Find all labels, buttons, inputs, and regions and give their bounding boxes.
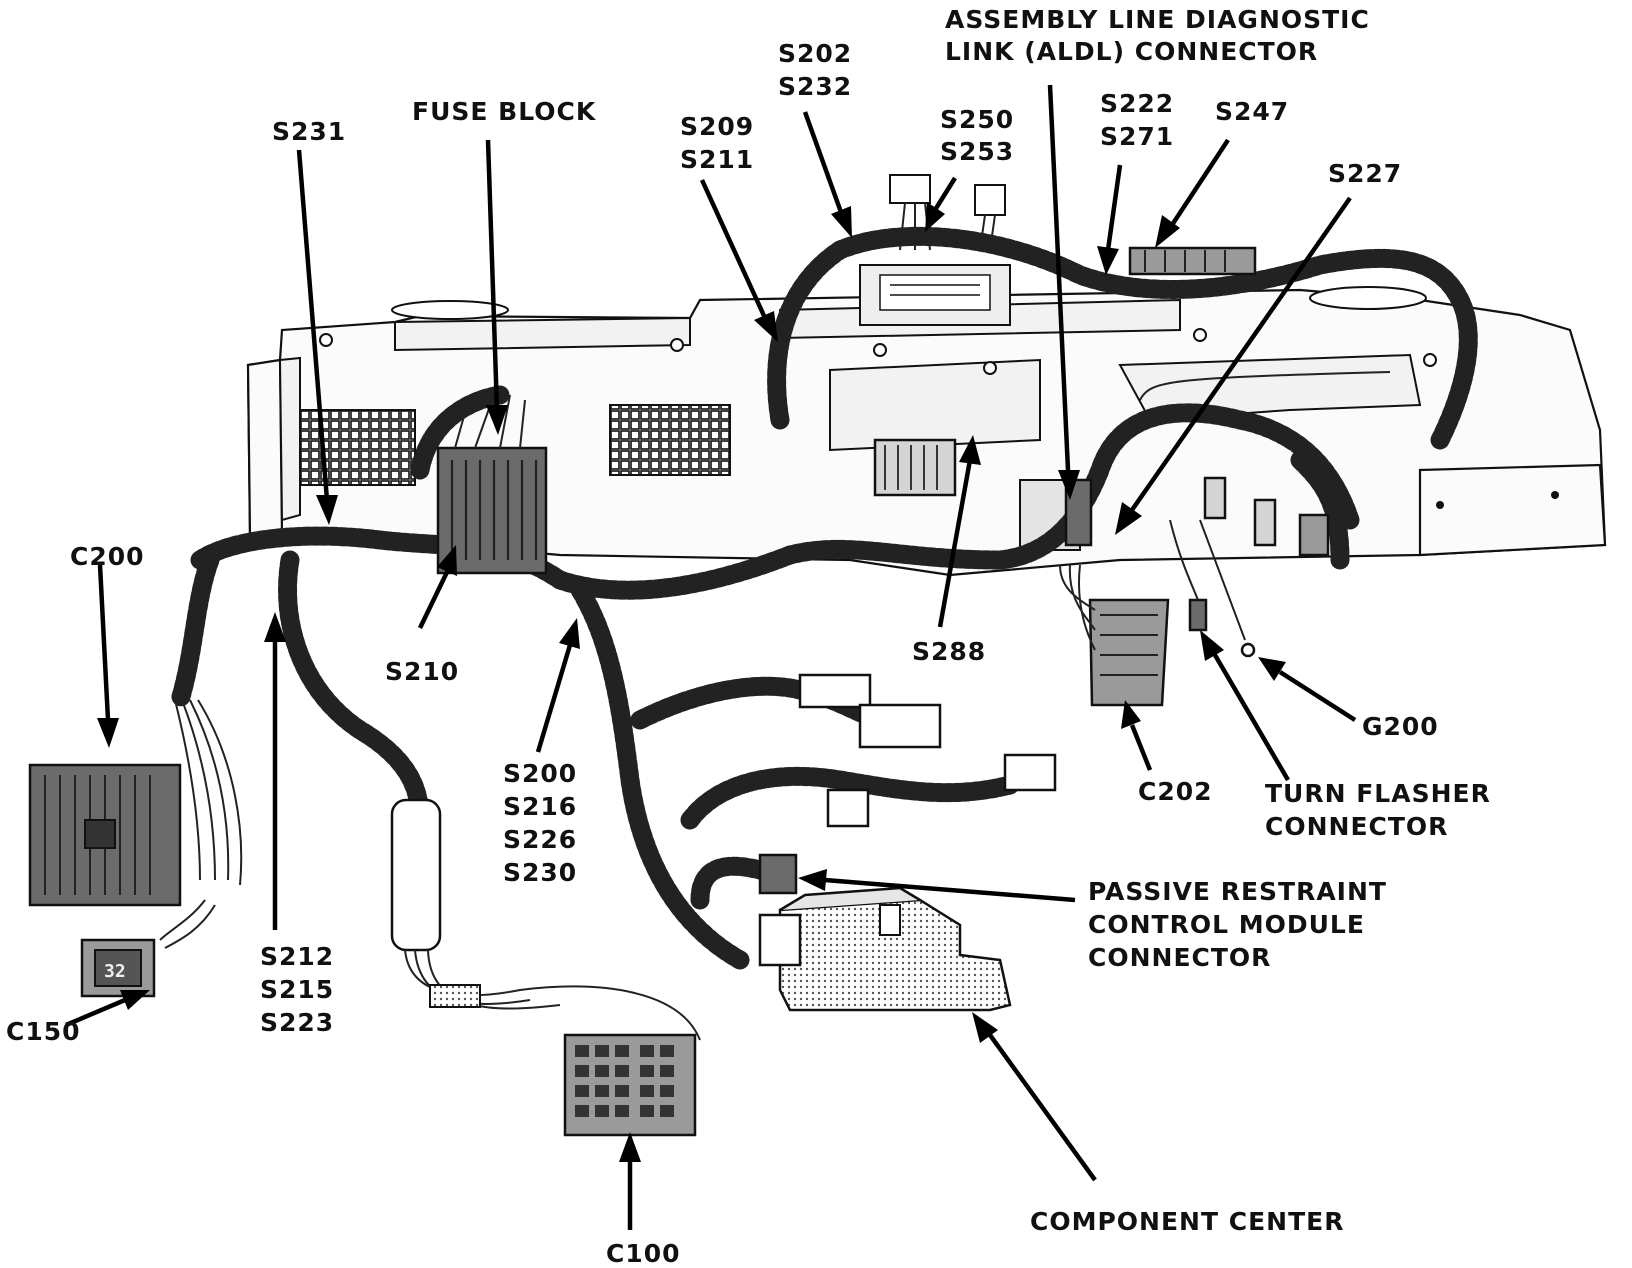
- s210-label: S210: [385, 657, 459, 686]
- s250-label: S250: [940, 105, 1014, 134]
- s226-label: S226: [503, 825, 577, 854]
- turn-flasher-label-line1: TURN FLASHER: [1265, 779, 1491, 808]
- s253-label: S253: [940, 137, 1014, 166]
- s288-block: [873, 438, 957, 497]
- fuse-block-label: FUSE BLOCK: [412, 97, 597, 126]
- passive-restraint-label-line3: CONNECTOR: [1088, 943, 1271, 972]
- c100-cable: [390, 798, 701, 1041]
- s223-label: S223: [260, 1008, 334, 1037]
- labels: ASSEMBLY LINE DIAGNOSTIC LINK (ALDL) CON…: [6, 5, 1491, 1268]
- callout-arrows: [65, 84, 1357, 1230]
- branch-connectors: [798, 673, 1057, 828]
- s215-label: S215: [260, 975, 334, 1004]
- s250-connectors: [889, 174, 1006, 251]
- s288-label: S288: [912, 637, 986, 666]
- s222-label: S222: [1100, 89, 1174, 118]
- s209-label: S209: [680, 112, 754, 141]
- s247-label: S247: [1215, 97, 1289, 126]
- g200-label: G200: [1362, 712, 1439, 741]
- component-center: [758, 886, 1012, 1012]
- s247-connector: [1128, 246, 1257, 276]
- turn-flasher-connector: [1169, 519, 1256, 658]
- c200-wires: [159, 699, 243, 949]
- c150-connector: 32: [80, 938, 156, 998]
- c200-label: C200: [70, 542, 145, 571]
- c150-marking: 32: [104, 961, 126, 982]
- right-connectors: [1203, 476, 1330, 557]
- s212-label: S212: [260, 942, 334, 971]
- aldl-label-line2: LINK (ALDL) CONNECTOR: [945, 37, 1318, 66]
- turn-flasher-label-line2: CONNECTOR: [1265, 812, 1448, 841]
- c202-connector: [1059, 564, 1170, 707]
- s230-label: S230: [503, 858, 577, 887]
- s200-label: S200: [503, 759, 577, 788]
- s231-label: S231: [272, 117, 346, 146]
- c100-label: C100: [606, 1239, 681, 1268]
- s271-label: S271: [1100, 122, 1174, 151]
- c200-connector: [28, 763, 182, 907]
- component-center-label: COMPONENT CENTER: [1030, 1207, 1344, 1236]
- s211-label: S211: [680, 145, 754, 174]
- s202-label: S202: [778, 39, 852, 68]
- passive-restraint-label-line2: CONTROL MODULE: [1088, 910, 1365, 939]
- s232-label: S232: [778, 72, 852, 101]
- aldl-label-line1: ASSEMBLY LINE DIAGNOSTIC: [945, 5, 1370, 34]
- passive-restraint-label-line1: PASSIVE RESTRAINT: [1088, 877, 1387, 906]
- c202-label: C202: [1138, 777, 1213, 806]
- passive-restraint-connector: [758, 853, 798, 895]
- s227-label: S227: [1328, 159, 1402, 188]
- wiring-harness: [170, 226, 1478, 970]
- c100-connector: [563, 1033, 697, 1137]
- fuse-block: [436, 391, 548, 575]
- s216-label: S216: [503, 792, 577, 821]
- c150-label: C150: [6, 1017, 81, 1046]
